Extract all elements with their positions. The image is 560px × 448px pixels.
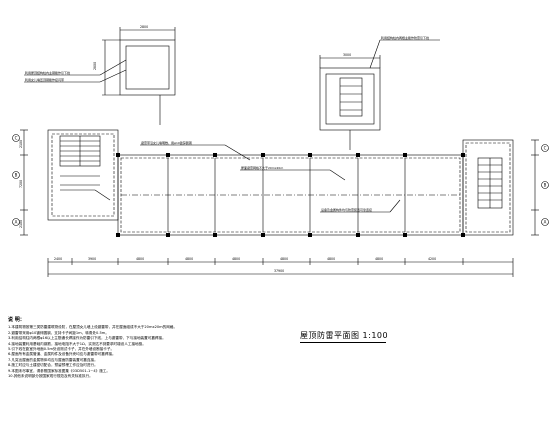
bottom-dimension: 4800 bbox=[136, 257, 144, 261]
note-line: 8.施工时应与土建密切配合，预留预埋工作应及时进行。 bbox=[8, 363, 98, 368]
note-line: 4.接地装置利用基础内钢筋，接地电阻不大于1Ω，实测达不到要求时增设人工接地极。 bbox=[8, 341, 146, 346]
note-line: 6.屋面所有金属管道、金属构件及设备外壳均应与避雷带可靠焊接。 bbox=[8, 352, 116, 357]
drawing-title: 屋顶防雷平面图 1:100 bbox=[300, 331, 389, 340]
title-underline bbox=[300, 342, 386, 343]
callout-text: 利用结构柱内两根主筋作防雷引下线 bbox=[381, 35, 429, 40]
bottom-dimension: 4800 bbox=[232, 257, 240, 261]
note-line: 3.利用结构柱内两根φ16以上主筋通长焊接作为防雷引下线，上与避雷带、下与接地装… bbox=[8, 336, 166, 341]
callout-text: 避雷带沿女儿墙明敷，用φ10镀锌圆钢 bbox=[141, 140, 192, 145]
note-line: 7.凡突出屋面的金属物体均应与屋面防雷装置可靠连接。 bbox=[8, 357, 98, 362]
notes-heading: 说 明： bbox=[8, 317, 25, 323]
note-line: 5.引下线在距室外地面0.5m处设测试卡子，并在外墙设断接卡子。 bbox=[8, 347, 115, 352]
axis-label-left: C bbox=[15, 136, 18, 141]
axis-label-left: B bbox=[15, 173, 18, 178]
bottom-dimension: 3900 bbox=[88, 257, 96, 261]
bottom-dimension: 4800 bbox=[185, 257, 193, 261]
note-line: 9.本图未尽事宜，请参照国家标准图集《03D501-1~4》施工。 bbox=[8, 368, 110, 373]
right-wing bbox=[462, 139, 514, 236]
callout-text: 设备及金属构件均与防雷装置可靠连接 bbox=[321, 207, 372, 212]
left-dimension: 2100 bbox=[19, 220, 23, 228]
axis-label-right: B bbox=[544, 183, 547, 188]
note-line: 10.其他未说明部分按国家现行规范及有关标准执行。 bbox=[8, 374, 93, 379]
left-wing bbox=[47, 129, 119, 221]
top-left-tower bbox=[119, 39, 176, 96]
callout-text: 利用女儿墙压顶钢筋作接闪带 bbox=[25, 77, 64, 82]
overall-dimension: 37900 bbox=[274, 269, 284, 273]
bottom-dimension: 4200 bbox=[428, 257, 436, 261]
top-dimension: 2800 bbox=[140, 25, 148, 29]
bottom-dimension: 4800 bbox=[280, 257, 288, 261]
bottom-dimension: 4800 bbox=[375, 257, 383, 261]
top-dimension: 2800 bbox=[93, 62, 97, 70]
left-dimension: 2100 bbox=[19, 140, 23, 148]
axis-label-right: C bbox=[544, 146, 547, 151]
drawing-title-block: 屋顶防雷平面图 1:100 bbox=[300, 330, 420, 346]
axis-label-right: A bbox=[544, 220, 547, 225]
note-line: 1.本建筑物按第三类防雷建筑物设防，在屋顶女儿墙上设避雷带，并在屋面组成不大于2… bbox=[8, 325, 178, 330]
callout-text: 利用屋顶结构柱内主钢筋作引下线 bbox=[25, 70, 70, 75]
left-dimension: 7200 bbox=[19, 180, 23, 188]
top-left-tower-inner bbox=[125, 45, 170, 90]
axis-label-left: A bbox=[15, 220, 18, 225]
top-right-tower bbox=[319, 67, 381, 131]
note-line: 2.避雷带采用φ10镀锌圆钢，支持卡子间距1m，转角处0.5m。 bbox=[8, 330, 109, 335]
bottom-dimension: 2400 bbox=[54, 257, 62, 261]
top-dimension: 3000 bbox=[343, 53, 351, 57]
design-notes: 说 明： 1.本建筑物按第三类防雷建筑物设防，在屋顶女儿墙上设避雷带，并在屋面组… bbox=[8, 317, 223, 443]
callout-text: 屋面避雷网格不大于20mx20m bbox=[241, 165, 283, 170]
bottom-dimension: 4800 bbox=[327, 257, 335, 261]
